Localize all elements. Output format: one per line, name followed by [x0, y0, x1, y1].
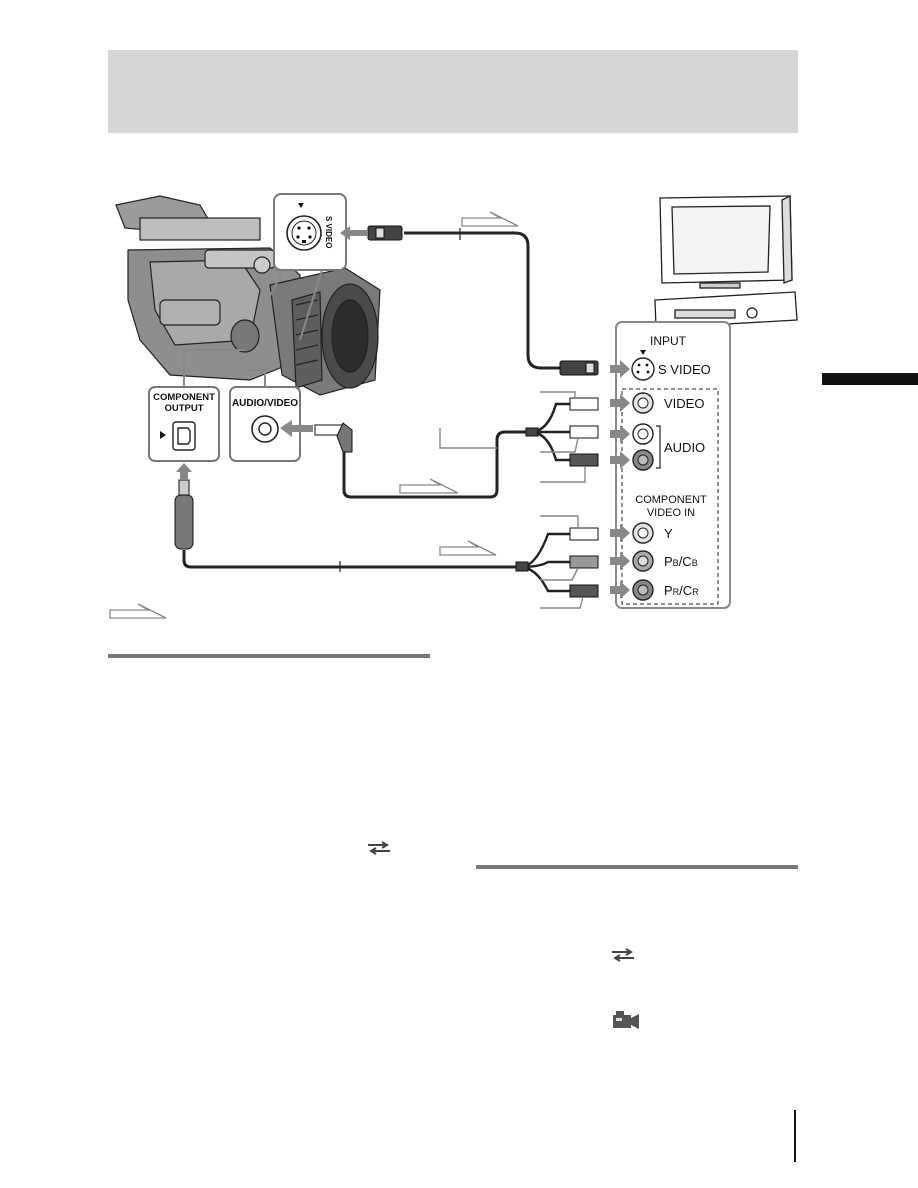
transfer-arrows-icon	[612, 948, 634, 962]
transfer-arrows-icon	[368, 841, 390, 855]
tv-component-label-2: VIDEO IN	[647, 507, 695, 519]
camcorder-illustration	[115, 195, 381, 396]
header-band	[108, 50, 798, 133]
section-rule-right	[476, 865, 798, 869]
tv-input-label: INPUT	[650, 334, 687, 348]
component-output-inset: COMPONENT OUTPUT	[148, 386, 220, 462]
tv-component-label-1: COMPONENT	[635, 494, 707, 506]
tv-s-video-jack	[631, 357, 655, 381]
page-margin-rule	[794, 1110, 796, 1162]
tv-pb-cb-label: PB/CB	[664, 554, 698, 569]
component-output-label-2: OUTPUT	[164, 403, 203, 414]
tv-vcr-illustration	[654, 194, 798, 329]
connection-diagram: S VIDEO COMPONENT OUTPUT AUDIO/VIDEO INP…	[109, 193, 798, 619]
tv-y-label: Y	[664, 526, 673, 541]
tv-s-video-label: S VIDEO	[658, 362, 711, 377]
audio-video-jack-inset: AUDIO/VIDEO	[229, 386, 301, 462]
chapter-tab	[822, 373, 918, 385]
s-video-cable	[340, 225, 599, 376]
audio-video-label: AUDIO/VIDEO	[232, 398, 298, 409]
tv-video-jack	[632, 392, 654, 414]
component-output-label-1: COMPONENT	[153, 392, 215, 403]
tv-audio-label: AUDIO	[664, 440, 705, 455]
signal-flow-arrows	[109, 211, 519, 619]
audio-video-cable	[280, 397, 599, 499]
tv-audio-jacks	[632, 423, 661, 471]
audio-component-group-box	[621, 388, 719, 605]
section-rule-left	[108, 654, 430, 658]
s-video-label-camcorder: S VIDEO	[324, 216, 333, 248]
s-video-jack-inset: S VIDEO	[273, 193, 347, 271]
plug-leader-lines	[439, 391, 586, 609]
tv-video-label: VIDEO	[664, 396, 704, 411]
camera-mode-icon	[613, 1011, 639, 1029]
jack-input-arrows	[610, 360, 630, 599]
component-cable	[174, 463, 599, 598]
tv-component-jacks	[632, 522, 654, 601]
tv-pr-cr-label: PR/CR	[664, 583, 699, 598]
